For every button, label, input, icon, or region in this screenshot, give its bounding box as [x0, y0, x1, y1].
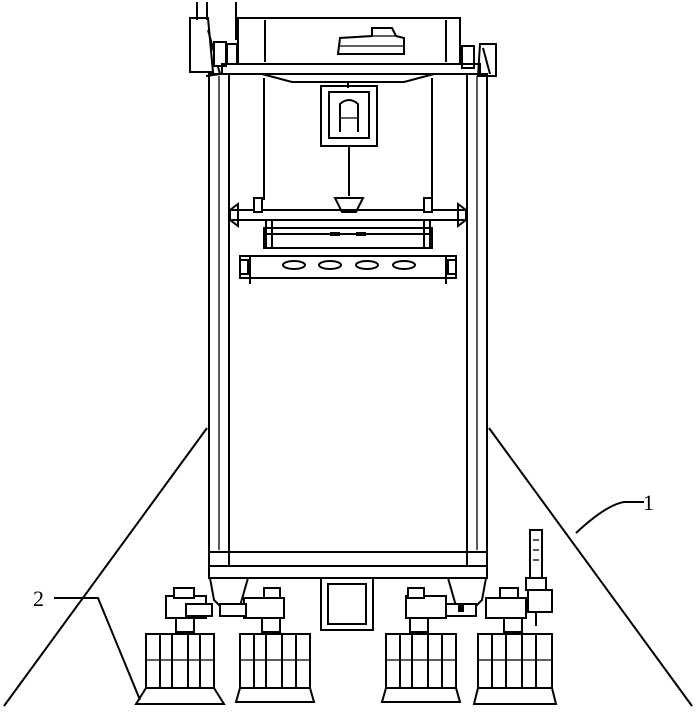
bottom-frame	[208, 551, 488, 631]
bogie-assembly-right-inner	[380, 587, 477, 703]
part-label-2: 2	[33, 586, 44, 611]
main-frame-columns	[208, 73, 488, 553]
leader-lines	[54, 501, 644, 701]
hoist-hook-assembly	[320, 82, 378, 213]
side-actuator-cylinder	[525, 529, 553, 626]
top-head-assembly	[189, 2, 497, 83]
bogie-assembly-left-inner	[219, 587, 316, 703]
bogie-assembly-right-outer	[472, 587, 558, 705]
bogie-assembly-left-outer	[134, 587, 226, 705]
part-label-1: 1	[643, 490, 654, 515]
cross-beam-spreader	[229, 197, 467, 284]
embankment-slope-lines	[3, 427, 693, 707]
